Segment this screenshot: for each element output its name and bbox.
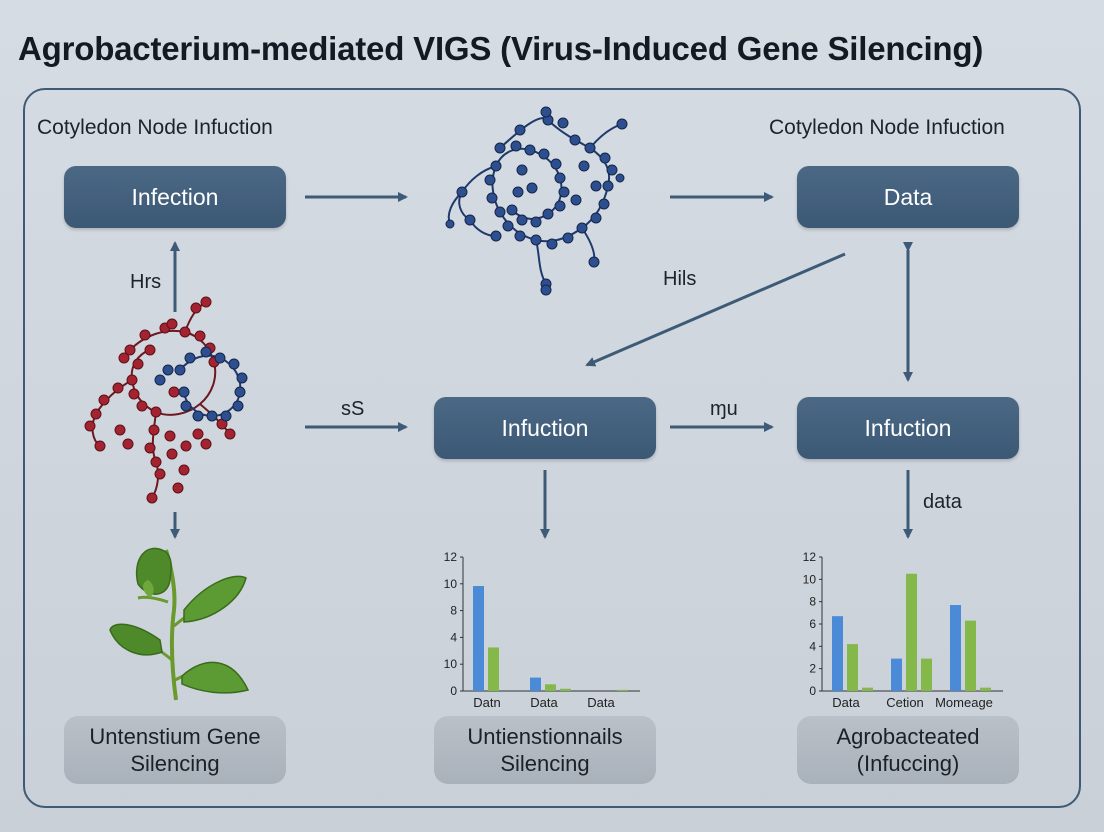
bar [906,573,917,691]
y-tick-label: 8 [809,595,816,609]
node-data: Data [797,166,1019,228]
bar [965,620,976,691]
bar [921,658,932,691]
box-bottom-mid-line1: Untienstionnails [467,724,623,749]
edge-label-data: data [923,491,962,513]
y-tick-label: 8 [450,604,457,618]
section-label-left: Cotyledon Node Infuction [37,116,273,139]
box-bottom-right: Agrobacteated (Infuccing) [797,716,1019,784]
bar [862,687,873,691]
y-tick-label: 12 [803,550,817,564]
box-bottom-left-line2: Silencing [130,751,220,776]
node-infuction-mid: Infuction [434,397,656,459]
bar [980,687,991,691]
bar [891,658,902,691]
edge-label-ss: sS [341,398,365,420]
box-bottom-left: Untenstium Gene Silencing [64,716,286,784]
edge-label-hils: Hils [663,268,697,290]
bar [488,647,499,691]
y-tick-label: 4 [450,630,457,644]
y-tick-label: 2 [809,662,816,676]
node-infuction-mid-label: Infuction [501,414,589,441]
node-infuction-right: Infuction [797,397,1019,459]
bar [847,644,858,691]
y-tick-label: 12 [444,550,458,564]
bar [560,688,571,691]
arrow-data-to-infuction [585,252,846,367]
box-bottom-mid: Untienstionnails Silencing [434,716,656,784]
section-label-right: Cotyledon Node Infuction [769,116,1005,139]
y-tick-label: 0 [809,684,816,698]
edge-label-hrs: Hrs [130,271,162,293]
molecule-blue-core-atoms [154,346,248,422]
node-infection-label: Infection [131,183,219,210]
y-tick-label: 10 [444,657,458,671]
node-data-label: Data [883,183,933,210]
y-tick-label: 0 [450,684,457,698]
bar [950,605,961,691]
molecule-blue-top-atoms [445,106,628,296]
bar [473,586,484,691]
x-tick-label: Momeage [935,695,993,710]
x-tick-label: Data [530,695,558,710]
x-tick-label: Data [832,695,860,710]
plant-illustration [109,547,250,701]
x-tick-label: Cetion [886,695,924,710]
x-tick-label: Data [587,695,615,710]
diagram-frame [23,88,1081,808]
y-tick-label: 10 [803,572,817,586]
x-tick-label: Datn [473,695,500,710]
box-bottom-left-line1: Untenstium Gene [89,724,261,749]
bar [617,689,628,691]
bar [545,684,556,691]
molecule-red-left-atoms [84,296,236,504]
box-bottom-right-line2: (Infuccing) [856,751,960,776]
page-title: Agrobacterium-mediated VIGS (Virus-Induc… [18,30,984,67]
y-tick-label: 6 [809,617,816,631]
edge-label-mu: ɱu [710,398,738,420]
node-infection: Infection [64,166,286,228]
box-bottom-right-line1: Agrobacteated [836,724,980,749]
y-tick-label: 10 [444,577,458,591]
bar [530,677,541,691]
y-tick-label: 4 [809,639,816,653]
box-bottom-mid-line2: Silencing [500,751,590,776]
node-infuction-right-label: Infuction [864,414,952,441]
bar [832,616,843,691]
